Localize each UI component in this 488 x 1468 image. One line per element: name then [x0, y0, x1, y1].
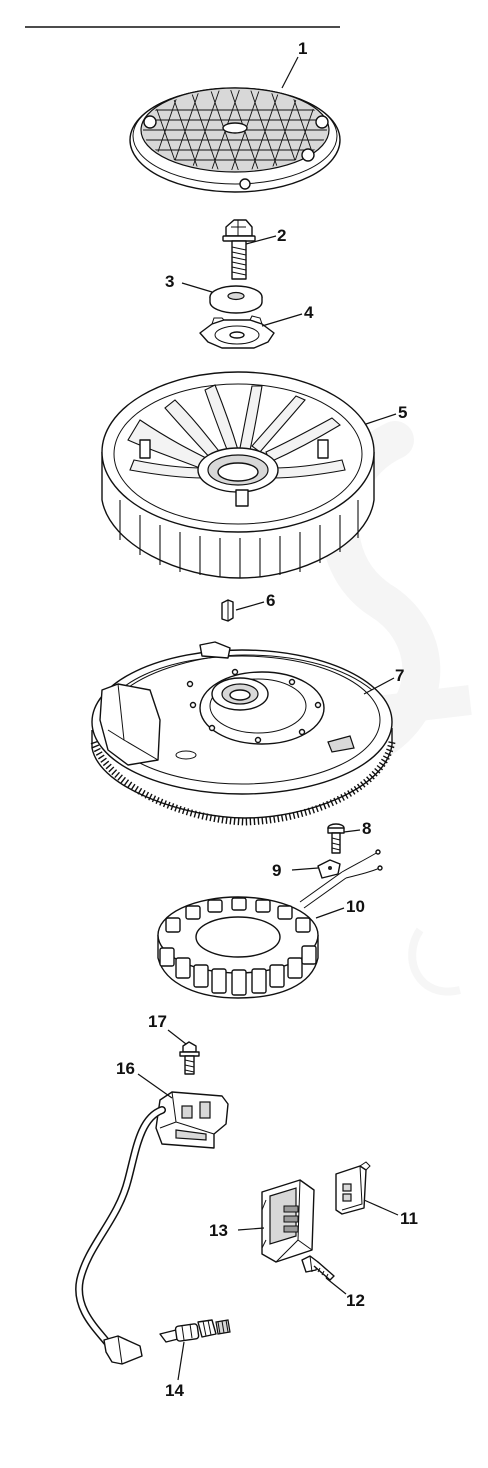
- leader-3: [181, 282, 213, 293]
- leader-12: [325, 1277, 347, 1295]
- wire-clamp: [299, 849, 383, 909]
- leader-7: [363, 677, 395, 695]
- flywheel: [90, 641, 396, 826]
- fan: [101, 371, 375, 579]
- spark-plug: [159, 1319, 231, 1343]
- leader-17: [167, 1029, 187, 1045]
- regulator: [261, 1179, 315, 1263]
- callout-11: 11: [400, 1209, 418, 1228]
- callout-16: 16: [116, 1059, 135, 1078]
- washer: [209, 285, 263, 314]
- rectifier-bracket: [335, 1161, 371, 1215]
- flywheel-bolt: [222, 219, 256, 280]
- callout-13: 13: [209, 1221, 228, 1240]
- stator: [157, 896, 319, 999]
- callout-2: 2: [277, 226, 286, 245]
- callout-14: 14: [165, 1381, 184, 1400]
- leader-5: [365, 413, 397, 425]
- key: [221, 599, 234, 622]
- callout-5: 5: [398, 403, 407, 422]
- callout-10: 10: [346, 897, 365, 916]
- callout-4: 4: [304, 303, 314, 322]
- callout-8: 8: [362, 819, 371, 838]
- module-screw: [179, 1041, 200, 1075]
- leader-2: [245, 235, 277, 245]
- leader-8: [343, 829, 361, 833]
- leader-13: [237, 1227, 265, 1231]
- callout-6: 6: [266, 591, 275, 610]
- callout-1: 1: [298, 39, 307, 58]
- callout-12: 12: [346, 1291, 365, 1310]
- leader-11: [363, 1199, 399, 1216]
- leader-6: [235, 601, 265, 611]
- screen-retainer: [199, 315, 275, 349]
- leader-9: [291, 867, 319, 871]
- leader-1: [281, 56, 299, 89]
- regulator-screw: [301, 1255, 335, 1281]
- callout-3: 3: [165, 272, 174, 291]
- callout-7: 7: [395, 666, 404, 685]
- leader-4: [261, 313, 303, 327]
- leader-14: [177, 1341, 185, 1381]
- callout-9: 9: [272, 861, 281, 880]
- leader-16: [137, 1073, 173, 1099]
- flywheel-screen: [129, 87, 341, 193]
- leader-10: [315, 907, 345, 919]
- callout-17: 17: [148, 1012, 167, 1031]
- ignition-module: [75, 1091, 229, 1365]
- stator-screw: [327, 823, 345, 854]
